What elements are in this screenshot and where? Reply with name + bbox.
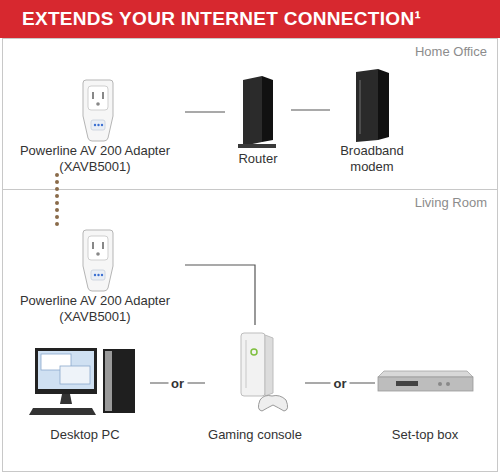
room-band: Living RoomPowerline AV 200 Adapter (XAV… <box>2 189 498 472</box>
set-top-box-top <box>378 371 473 377</box>
set-top-box-display <box>396 381 418 386</box>
device-box: Powerline AV 200 Adapter (XAVB5001) <box>5 75 185 175</box>
device-box: Desktop PC <box>20 340 150 443</box>
device-label: Desktop PC <box>20 427 150 443</box>
console-body <box>241 333 265 396</box>
cable-connector <box>185 265 255 325</box>
device-box: Router <box>225 72 291 167</box>
device-box: Set-top box <box>375 340 475 443</box>
adapter-led <box>101 274 103 276</box>
outlet-slot <box>102 242 104 249</box>
adapter-led-panel <box>91 270 105 280</box>
modem-front <box>356 69 378 142</box>
powerline-adapter-illustration <box>83 80 113 141</box>
outlet-ground <box>96 252 100 256</box>
set-top-box-illustration <box>378 371 473 391</box>
modem-side <box>378 69 389 140</box>
adapter-led <box>94 274 96 276</box>
adapter-body <box>83 230 113 291</box>
set-top-box-front <box>378 377 473 391</box>
set-top-box-button <box>446 382 450 386</box>
desktop-pc-illustration <box>29 348 135 415</box>
device-label: Gaming console <box>205 427 305 443</box>
keyboard <box>29 408 96 415</box>
banner-title: EXTENDS YOUR INTERNET CONNECTION¹ <box>22 0 421 38</box>
monitor-frame <box>35 348 97 394</box>
outlet-slot <box>102 92 104 99</box>
router-illustration <box>238 76 276 148</box>
outlet-slot <box>92 92 94 99</box>
router-front <box>243 76 262 146</box>
device-box: Gaming console <box>205 325 305 443</box>
device-label: Set-top box <box>375 427 475 443</box>
monitor-stand <box>60 394 72 404</box>
room-band: Home OfficePowerline AV 200 Adapter (XAV… <box>2 38 498 190</box>
adapter-led <box>97 124 99 126</box>
adapter-outlet <box>88 236 108 260</box>
adapter-led <box>101 124 103 126</box>
device-box: Powerline AV 200 Adapter (XAVB5001) <box>5 225 185 325</box>
outlet-ground <box>96 102 100 106</box>
pc-tower <box>103 349 135 413</box>
room-label: Living Room <box>415 195 487 210</box>
adapter-led-panel <box>91 120 105 130</box>
adapter-outlet <box>88 86 108 110</box>
device-label: Router <box>225 151 291 167</box>
modem-light-strip <box>359 80 361 134</box>
edge-label: or <box>331 376 350 391</box>
adapter-led <box>94 124 96 126</box>
outlet-slot <box>92 242 94 249</box>
cable-connector <box>291 109 330 110</box>
gaming-console-illustration <box>241 333 288 411</box>
monitor-screen <box>38 351 94 389</box>
powerline-adapter-illustration <box>83 230 113 291</box>
adapter-body <box>83 80 113 141</box>
console-controller <box>258 396 287 412</box>
pc-tower-front <box>105 351 112 411</box>
cable-connector <box>185 111 225 112</box>
device-box: Broadband modem <box>330 65 414 175</box>
router-side <box>262 76 273 142</box>
title-banner: EXTENDS YOUR INTERNET CONNECTION¹ <box>0 0 500 38</box>
console-slot <box>246 340 247 388</box>
adapter-led <box>97 274 99 276</box>
room-label: Home Office <box>415 44 487 59</box>
modem-illustration <box>356 69 389 142</box>
powerline-connector <box>55 175 59 225</box>
device-label: Powerline AV 200 Adapter (XAVB5001) <box>5 143 185 175</box>
edge-label: or <box>168 376 187 391</box>
set-top-box-button <box>438 382 442 386</box>
device-label: Powerline AV 200 Adapter (XAVB5001) <box>5 293 185 325</box>
device-label: Broadband modem <box>330 143 414 175</box>
console-power-ring <box>251 349 257 355</box>
console-side <box>265 335 273 396</box>
router-stand <box>238 144 276 148</box>
screen-window <box>60 366 90 384</box>
